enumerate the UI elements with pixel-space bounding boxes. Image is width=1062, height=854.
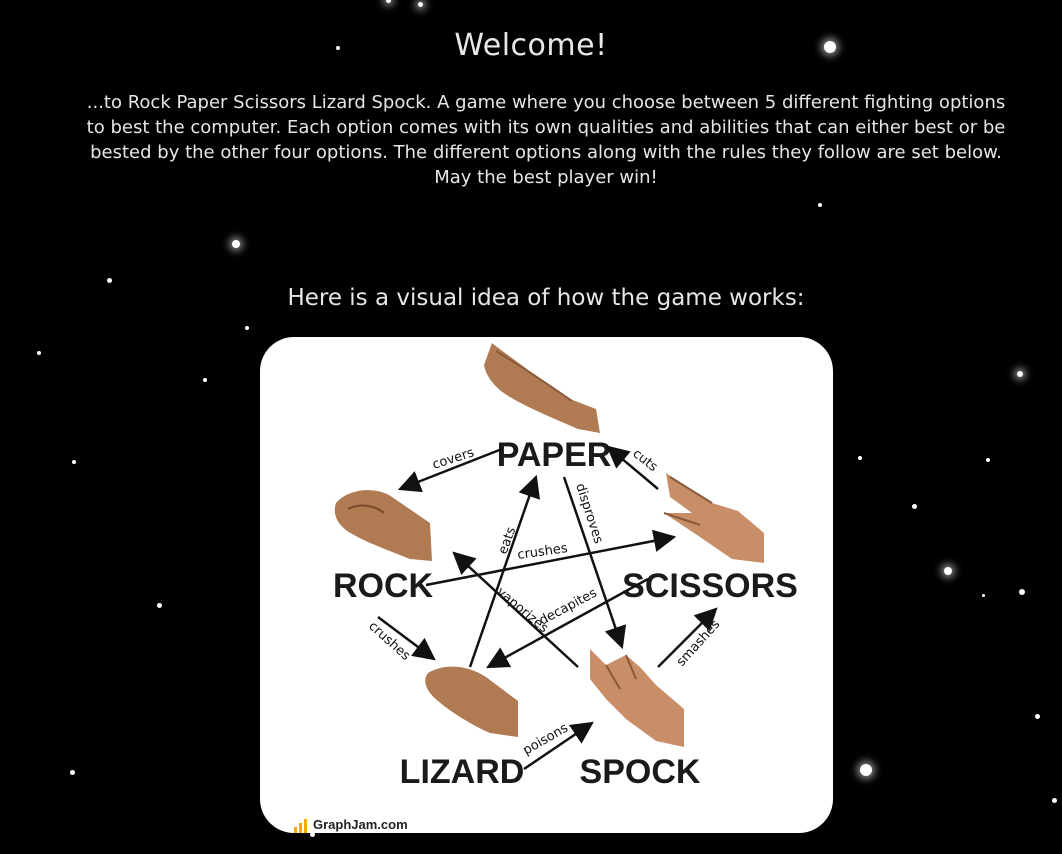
star-dot bbox=[336, 46, 340, 50]
node-scissors: SCISSORS bbox=[622, 567, 798, 605]
star-dot bbox=[860, 764, 872, 776]
star-dot bbox=[106, 277, 112, 283]
star-dot bbox=[824, 41, 836, 53]
verb-crushes-top: crushes bbox=[516, 541, 568, 563]
star-dot bbox=[1019, 589, 1025, 595]
bar-logo-icon bbox=[294, 818, 309, 833]
arrow-lizard-eats-paper bbox=[468, 474, 540, 668]
rock-hand-icon bbox=[334, 490, 432, 561]
star-dot bbox=[1051, 797, 1057, 803]
scissors-hand-icon bbox=[663, 473, 764, 563]
arrow-lizard-poisons-spock bbox=[523, 721, 594, 771]
star-dot bbox=[818, 203, 822, 207]
star-dot bbox=[156, 602, 162, 608]
node-lizard: LIZARD bbox=[400, 753, 525, 791]
rules-diagram-image: PAPER SCISSORS ROCK LIZARD SPOCK bbox=[260, 337, 833, 833]
lizard-hand-icon bbox=[425, 666, 518, 737]
verb-eats: eats bbox=[496, 525, 520, 556]
graphjam-watermark: GraphJam.com bbox=[294, 817, 408, 833]
spock-hand-icon bbox=[590, 649, 684, 747]
diagram-heading: Here is a visual idea of how the game wo… bbox=[287, 285, 805, 311]
star-dot bbox=[944, 567, 952, 575]
star-dot bbox=[858, 456, 862, 460]
node-paper: PAPER bbox=[497, 436, 612, 474]
node-rock: ROCK bbox=[333, 567, 434, 605]
star-dot bbox=[417, 1, 423, 7]
star-dot bbox=[385, 0, 391, 3]
star-dot bbox=[245, 326, 249, 330]
star-dot bbox=[981, 593, 985, 597]
arrow-spock-vaporizes-rock bbox=[452, 551, 579, 668]
arrow-rock-crushes-scissors bbox=[425, 529, 677, 587]
star-dot bbox=[37, 351, 41, 355]
arrow-spock-smashes-scissors bbox=[657, 607, 718, 668]
paper-hand-icon bbox=[484, 343, 600, 433]
star-dot bbox=[203, 378, 207, 382]
star-dot bbox=[309, 831, 315, 837]
verb-vaporizes: vaporizes bbox=[493, 585, 551, 637]
star-dot bbox=[986, 458, 990, 462]
star-dot bbox=[911, 503, 917, 509]
arrow-paper-covers-rock bbox=[397, 447, 503, 493]
star-dot bbox=[1017, 371, 1023, 377]
star-dot bbox=[72, 460, 76, 464]
arrow-scissors-cuts-paper bbox=[606, 445, 659, 490]
page-title: Welcome! bbox=[454, 28, 608, 63]
star-dot bbox=[232, 240, 240, 248]
node-spock: SPOCK bbox=[580, 753, 701, 791]
arrow-rock-crushes-lizard bbox=[377, 616, 436, 661]
intro-paragraph: ...to Rock Paper Scissors Lizard Spock. … bbox=[86, 92, 1006, 188]
star-dot bbox=[1034, 713, 1040, 719]
verb-cuts: cuts bbox=[630, 446, 661, 475]
arrow-scissors-decapites-lizard bbox=[486, 577, 649, 669]
arrow-paper-disproves-spock bbox=[562, 476, 627, 650]
watermark-text: GraphJam.com bbox=[313, 817, 408, 832]
star-dot bbox=[69, 769, 75, 775]
